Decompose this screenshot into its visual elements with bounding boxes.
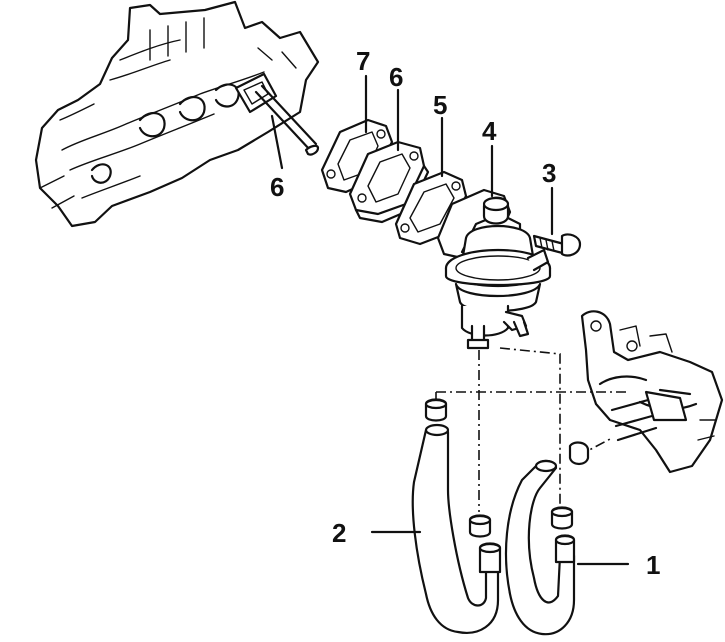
callout-4: 4 <box>482 116 497 146</box>
engine-block <box>34 0 320 228</box>
fuel-hose-2 <box>411 423 502 634</box>
callout-1: 1 <box>646 550 660 580</box>
callout-3: 3 <box>542 158 556 188</box>
hose-clamps <box>424 398 590 538</box>
carburetor-fitting <box>580 310 724 474</box>
callout-2: 2 <box>332 518 346 548</box>
callout-7: 7 <box>356 46 370 76</box>
leader-lines <box>270 74 630 566</box>
callout-5: 5 <box>433 90 447 120</box>
spacer-6 <box>348 140 430 224</box>
callout-6-top: 6 <box>389 62 403 92</box>
fuel-pump-4 <box>436 188 552 350</box>
bolt-3 <box>532 233 582 257</box>
fuel-hose-1 <box>504 459 576 636</box>
callout-6-left: 6 <box>270 172 284 202</box>
